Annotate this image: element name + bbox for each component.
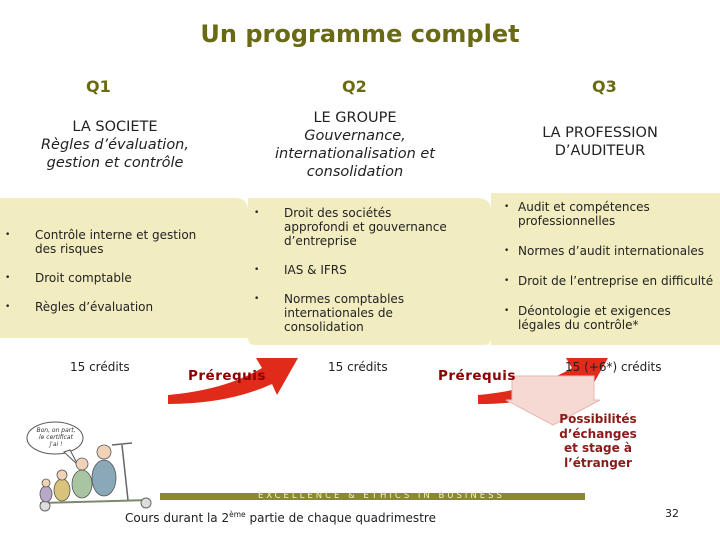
list-item: •Règles d’évaluation xyxy=(5,300,220,314)
speech-bubble-text: Bon, on part, le certificat j'ai ! xyxy=(33,427,79,448)
bullet-icon: • xyxy=(5,228,10,242)
list-item: •Droit des sociétés approfondi et gouver… xyxy=(254,206,454,248)
bullet-icon: • xyxy=(254,292,259,306)
list-item: •Droit de l’entreprise en difficulté xyxy=(504,274,714,288)
bullet-list: •Audit et compétences professionnelles •… xyxy=(504,200,714,332)
course-list-q2: •Droit des sociétés approfondi et gouver… xyxy=(254,206,454,334)
bullet-icon: • xyxy=(254,263,259,277)
page-number: 32 xyxy=(665,507,679,520)
credits-q1: 15 crédits xyxy=(70,360,130,374)
list-item: •Contrôle interne et gestion des risques xyxy=(5,228,220,256)
exchange-opportunities: Possibilités d’échanges et stage à l’étr… xyxy=(548,412,648,470)
list-item: •Audit et compétences professionnelles xyxy=(504,200,714,228)
bullet-icon: • xyxy=(254,206,259,220)
bullet-icon: • xyxy=(504,244,509,258)
prerequis-label-2: Prérequis xyxy=(438,368,516,384)
bullet-icon: • xyxy=(5,300,10,314)
credits-q3: 15 (+6*) crédits xyxy=(565,360,662,374)
tagline: EXCELLENCE & ETHICS IN BUSINESS xyxy=(258,491,505,501)
bullet-icon: • xyxy=(504,200,509,214)
bullet-icon: • xyxy=(5,271,10,285)
list-item: •IAS & IFRS xyxy=(254,263,454,277)
list-item: •Normes comptables internationales de co… xyxy=(254,292,454,334)
course-list-q3: •Audit et compétences professionnelles •… xyxy=(504,200,714,332)
bullet-list: •Contrôle interne et gestion des risques… xyxy=(5,228,220,314)
list-item: •Droit comptable xyxy=(5,271,220,285)
bullet-icon: • xyxy=(504,304,509,318)
prerequis-label-1: Prérequis xyxy=(188,368,266,384)
credits-q2: 15 crédits xyxy=(328,360,388,374)
footer-note: Cours durant la 2ème partie de chaque qu… xyxy=(125,510,436,525)
bullet-list: •Droit des sociétés approfondi et gouver… xyxy=(254,206,454,334)
bullet-icon: • xyxy=(504,274,509,288)
list-item: •Déontologie et exigences légales du con… xyxy=(504,304,714,332)
course-list-q1: •Contrôle interne et gestion des risques… xyxy=(5,228,220,314)
list-item: •Normes d’audit internationales xyxy=(504,244,714,258)
